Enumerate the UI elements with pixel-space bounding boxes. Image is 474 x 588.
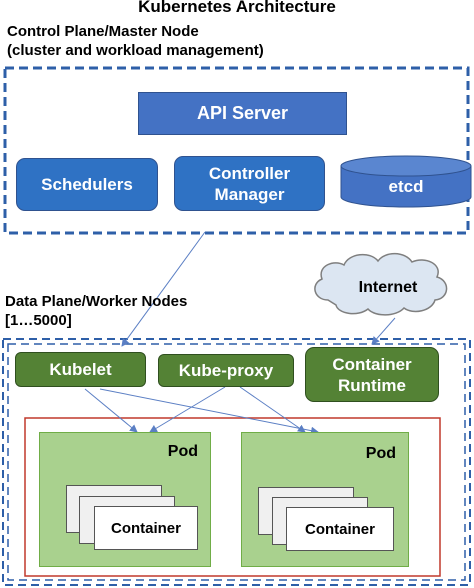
kube-proxy-box: Kube-proxy <box>158 354 294 387</box>
etcd-label: etcd <box>388 177 424 196</box>
container-runtime-line1: Container <box>332 354 412 374</box>
data-plane-heading-line1: Data Plane/Worker Nodes <box>5 293 188 310</box>
pod-1-container: Container <box>94 506 198 550</box>
internet-cloud <box>314 252 448 316</box>
pod-2-container: Container <box>286 507 394 551</box>
container-runtime-box: Container Runtime <box>305 347 439 402</box>
pod-2-label: Pod <box>365 445 396 462</box>
container-runtime-line2: Runtime <box>338 375 406 395</box>
data-plane-heading-line2: [1…5000] <box>5 312 72 329</box>
pod-1: Pod Container <box>39 432 211 567</box>
etcd-cylinder <box>340 155 472 208</box>
internet-label: Internet <box>358 279 418 296</box>
control-plane-heading-line1: Control Plane/Master Node <box>7 23 199 40</box>
api-server-box: API Server <box>138 92 347 135</box>
pods-frame <box>24 417 441 577</box>
schedulers-box: Schedulers <box>16 158 158 211</box>
controller-manager-line2: Manager <box>214 184 285 204</box>
pod-2: Pod Container <box>241 432 409 567</box>
control-plane-frame <box>3 66 470 235</box>
worker-nodes-frame <box>2 338 471 586</box>
pod-1-label: Pod <box>167 443 198 460</box>
kubelet-box: Kubelet <box>15 352 146 387</box>
control-plane-heading: Control Plane/Master Node (cluster and w… <box>7 22 264 60</box>
control-plane-heading-line2: (cluster and workload management) <box>7 42 264 59</box>
data-plane-heading: Data Plane/Worker Nodes [1…5000] <box>5 292 187 330</box>
controller-manager-box: Controller Manager <box>174 156 325 211</box>
diagram-title: Kubernetes Architecture <box>138 0 336 16</box>
controller-manager-line1: Controller <box>208 163 291 183</box>
